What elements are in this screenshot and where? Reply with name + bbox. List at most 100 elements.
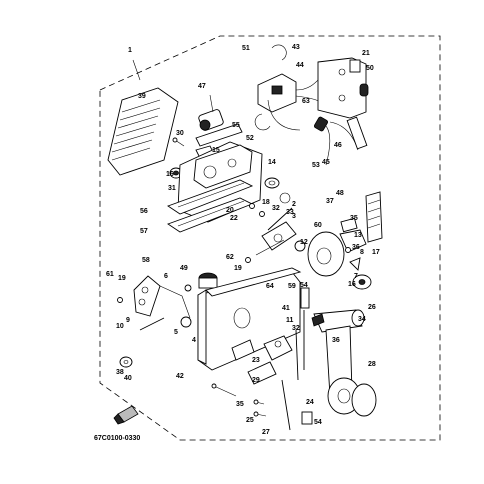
callout-number: 35 [236, 401, 244, 408]
callout-number: 11 [286, 317, 294, 324]
callout-number: 30 [176, 130, 184, 137]
callout-number: 62 [226, 254, 234, 261]
callout-number: 45 [322, 159, 330, 166]
callout-number: 29 [252, 377, 260, 384]
callout-number: 66 [0, 0, 8, 2]
wire-lead-part [314, 116, 368, 166]
callout-number: 54 [300, 282, 308, 289]
callout-number: 36 [352, 244, 360, 251]
lever-plate-part [133, 275, 161, 317]
remote-control-case-part [197, 267, 302, 371]
callout-number: 44 [296, 62, 304, 69]
callout-number: 46 [334, 142, 342, 149]
callout-number: 25 [246, 417, 254, 424]
grommet-part [169, 167, 183, 179]
callout-number: 16 [348, 281, 356, 288]
callout-number: 37 [326, 198, 334, 205]
callout-number: 12 [300, 239, 308, 246]
callout-number: 56 [140, 208, 148, 215]
assembly-boundary [99, 35, 441, 441]
callout-number: 14 [268, 159, 276, 166]
callout-number: 31 [168, 185, 176, 192]
callout-number: 8 [360, 249, 364, 256]
callout-number: 48 [336, 190, 344, 197]
callout-number: 58 [142, 257, 150, 264]
callout-number: 27 [262, 429, 270, 436]
retaining-clip-part [254, 44, 287, 131]
callout-number: 28 [368, 361, 376, 368]
callout-number: 20 [226, 207, 234, 214]
callout-number: 53 [312, 162, 320, 169]
callout-number: 52 [246, 135, 254, 142]
callout-number: 51 [242, 45, 250, 52]
callout-number: 1 [128, 47, 132, 54]
shift-lever-part [255, 207, 306, 256]
callout-number: 23 [252, 357, 260, 364]
callout-number: 55 [232, 122, 240, 129]
callout-number: 7 [354, 273, 358, 280]
callout-number: 63 [302, 98, 310, 105]
callout-number: 22 [230, 215, 238, 222]
screw-part [211, 383, 267, 417]
callout-number: 26 [368, 304, 376, 311]
callout-number: 57 [140, 228, 148, 235]
control-housing-part [167, 141, 263, 233]
callout-number: 4 [192, 337, 196, 344]
callout-number: 64 [0, 0, 8, 2]
throttle-cam-part [307, 229, 367, 277]
neutral-rod-part [159, 284, 192, 319]
callout-number: 60 [314, 222, 322, 229]
callout-number: 33 [286, 209, 294, 216]
callout-number: 49 [180, 265, 188, 272]
callout-number: 64 [266, 283, 274, 290]
callout-number: 50 [366, 65, 374, 72]
bracket-part [195, 123, 243, 147]
callout-number: 13 [354, 232, 362, 239]
throttle-rod-part [281, 379, 313, 431]
diagram-code: 67C0100-0330 [94, 435, 140, 442]
harness-plug-part [257, 73, 325, 131]
leader-line [132, 59, 141, 81]
callout-number: 19 [234, 265, 242, 272]
knob-part [198, 272, 218, 301]
callout-number: 19 [118, 275, 126, 282]
callout-number: 21 [362, 50, 370, 57]
callout-number: 32 [272, 205, 280, 212]
control-shaft-part [295, 287, 310, 381]
grommet-part [349, 257, 372, 290]
callout-number: 35 [350, 215, 358, 222]
callout-number: 61 [106, 271, 114, 278]
callout-number: 17 [372, 249, 380, 256]
callout-number: 2 [292, 201, 296, 208]
callout-number: 65 [0, 0, 8, 2]
callout-number: 41 [282, 305, 290, 312]
screw-part [117, 203, 351, 303]
screw-part [172, 137, 185, 147]
callout-number: 5 [174, 329, 178, 336]
callout-number: 59 [288, 283, 296, 290]
callout-number: 6 [164, 273, 168, 280]
callout-number: 32 [292, 325, 300, 332]
grille-cover-part [107, 87, 179, 176]
washer-part [119, 356, 133, 368]
callout-number: 3 [292, 213, 296, 220]
callout-number: 40 [124, 375, 132, 382]
callout-number: 9 [126, 317, 130, 324]
key-switch-part [198, 94, 224, 131]
callout-number: 54 [314, 419, 322, 426]
pin-part [139, 316, 192, 331]
mount-bracket-part [317, 57, 369, 119]
callout-number: 42 [176, 373, 184, 380]
callout-number: 18 [262, 199, 270, 206]
lever-base-part [247, 335, 293, 385]
callout-number: 10 [116, 323, 124, 330]
control-handle-part [313, 309, 377, 417]
callout-number: 38 [116, 369, 124, 376]
callout-number: 15 [212, 147, 220, 154]
callout-number: 16 [166, 171, 174, 178]
retaining-clip-part [311, 313, 325, 327]
callout-number: 47 [198, 83, 206, 90]
callout-number: 36 [332, 337, 340, 344]
